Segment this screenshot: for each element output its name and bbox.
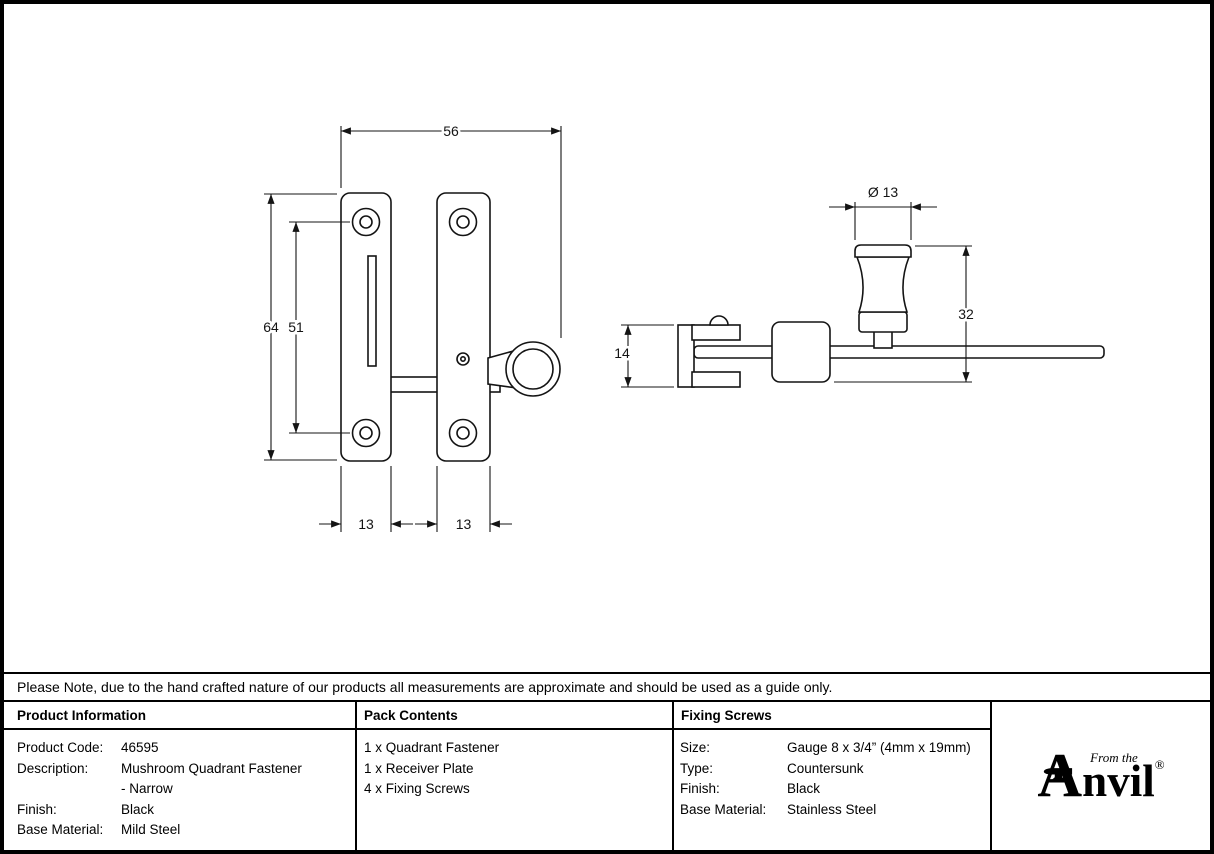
- product-information-column: Product Information Product Code: 46595 …: [4, 702, 355, 850]
- pack-contents-header: Pack Contents: [357, 702, 672, 730]
- row-value: Gauge 8 x 3/4” (4mm x 19mm): [787, 740, 971, 755]
- dimension-knob-height-32: 32: [834, 245, 976, 383]
- knob-front-inner: [512, 348, 554, 390]
- pack-item: 1 x Receiver Plate: [364, 760, 474, 776]
- knob-body: [855, 256, 911, 313]
- row-label: Size:: [680, 740, 711, 755]
- row-label: Product Code:: [17, 740, 104, 755]
- dim-label-51: 51: [288, 319, 304, 335]
- measurement-note-bar: Please Note, due to the hand crafted nat…: [4, 672, 1210, 702]
- dim-label-14: 14: [614, 345, 630, 361]
- brand-name-rest: nvil: [1082, 756, 1155, 806]
- row-value: 46595: [121, 740, 159, 755]
- pack-item: 4 x Fixing Screws: [364, 781, 470, 796]
- table-row: Finish: Black: [4, 800, 355, 821]
- dimension-right-plate-13: 13: [415, 466, 512, 535]
- pack-contents-column: Pack Contents 1 x Quadrant Fastener 1 x …: [355, 702, 672, 850]
- dimension-left-plate-13: 13: [319, 466, 413, 535]
- row-value: Countersunk: [787, 760, 864, 776]
- row-value: Black: [121, 801, 155, 817]
- row-value: Mushroom Quadrant Fastener - Narrow: [121, 760, 302, 797]
- receiver-back-plate: [677, 324, 695, 388]
- row-label: Description:: [17, 760, 89, 776]
- side-view: Ø 13 14 32: [612, 182, 1105, 388]
- table-row: Product Code: 46595: [4, 738, 355, 759]
- row-label: Type:: [680, 760, 714, 776]
- anvil-icon: [1044, 768, 1073, 781]
- dimension-height-64: 64: [261, 193, 337, 461]
- brand-letter-a: A: [1037, 745, 1082, 807]
- registered-mark: ®: [1154, 757, 1165, 772]
- dim-label-32: 32: [958, 306, 974, 322]
- knob-base: [858, 311, 908, 333]
- screw-hole-inner: [359, 215, 373, 229]
- receiver-slot: [367, 255, 377, 367]
- table-row: Finish: Black: [674, 779, 990, 800]
- screw-hole-inner: [359, 426, 373, 440]
- knob-cap: [854, 244, 912, 258]
- measurement-note-text: Please Note, due to the hand crafted nat…: [17, 679, 833, 695]
- fastener-plate-side: [771, 321, 831, 383]
- table-row: Size: Gauge 8 x 3/4” (4mm x 19mm): [674, 738, 990, 759]
- receiver-bottom-flange: [691, 371, 741, 388]
- dim-label-dia-13: Ø 13: [868, 184, 899, 200]
- receiver-dome: [709, 315, 729, 326]
- info-table: Product Information Product Code: 46595 …: [4, 702, 1210, 850]
- dim-label-13-left: 13: [358, 516, 374, 532]
- row-value: Mild Steel: [121, 822, 181, 837]
- table-row: Base Material: Stainless Steel: [674, 800, 990, 821]
- front-view: 56 64 51 13: [261, 121, 562, 535]
- table-row: Base Material: Mild Steel: [4, 820, 355, 841]
- arm-shaft-side: [693, 345, 1105, 359]
- receiver-plate-front: [340, 192, 392, 462]
- pivot-screw-center: [459, 355, 466, 362]
- receiver-top-flange: [691, 324, 741, 341]
- dim-label-56: 56: [443, 123, 459, 139]
- screw-hole-inner: [456, 426, 470, 440]
- pivot-screw-outer: [456, 352, 470, 366]
- screw-hole-outer: [448, 207, 478, 237]
- table-row: Description: Mushroom Quadrant Fastener …: [4, 759, 355, 800]
- fastener-plate-front: [436, 192, 491, 462]
- dimension-receiver-height-14: 14: [612, 324, 674, 388]
- pack-item: 1 x Quadrant Fastener: [364, 740, 500, 755]
- row-label: Finish:: [680, 781, 720, 796]
- dimension-hole-spacing-51: 51: [286, 221, 350, 434]
- row-value: Black: [787, 781, 821, 796]
- knob-front-outer: [505, 341, 561, 397]
- screw-hole-outer: [351, 207, 381, 237]
- table-row: Type: Countersunk: [674, 759, 990, 780]
- screw-hole-inner: [456, 215, 470, 229]
- logo-tagline: From the: [1090, 750, 1138, 765]
- product-information-header: Product Information: [4, 702, 355, 730]
- screw-hole-outer: [351, 418, 381, 448]
- technical-drawing: 56 64 51 13: [261, 121, 1105, 535]
- fixing-screws-column: Fixing Screws Size: Gauge 8 x 3/4” (4mm …: [672, 702, 990, 850]
- row-label: Base Material:: [680, 801, 767, 817]
- dim-label-13-right: 13: [456, 516, 472, 532]
- fixing-screws-header: Fixing Screws: [674, 702, 990, 730]
- dimension-knob-diameter: Ø 13: [829, 182, 937, 240]
- dim-label-64: 64: [263, 319, 279, 335]
- row-value: Stainless Steel: [787, 801, 877, 817]
- row-label: Finish:: [17, 801, 57, 817]
- dimension-width-56: 56: [340, 121, 562, 338]
- screw-hole-outer: [448, 418, 478, 448]
- row-label: Base Material:: [17, 822, 104, 837]
